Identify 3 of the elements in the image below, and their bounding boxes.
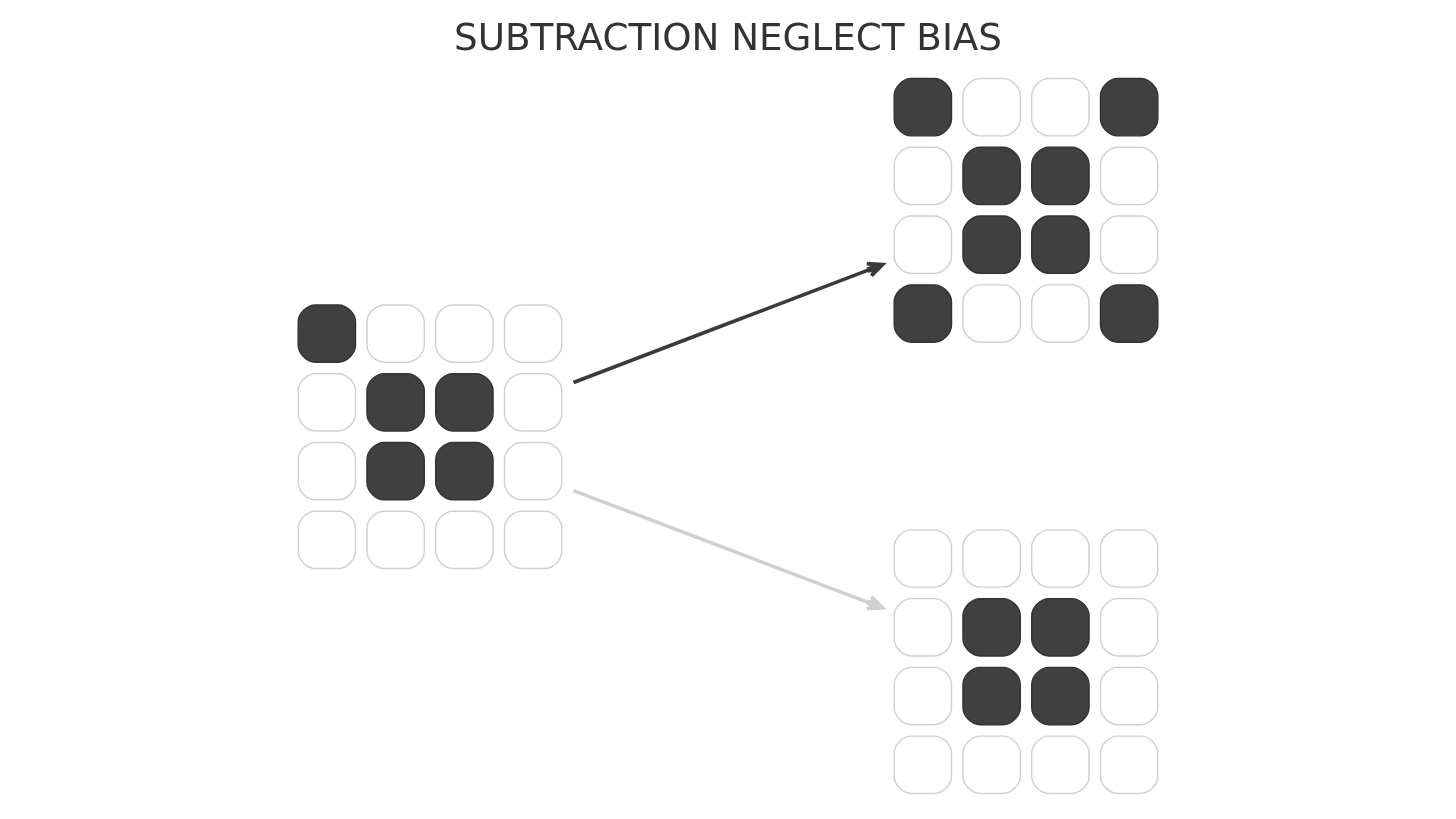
arrow — [572, 261, 885, 385]
diagram-title: SUBTRACTION NEGLECT BIAS — [453, 14, 1003, 59]
arrow — [572, 488, 885, 611]
